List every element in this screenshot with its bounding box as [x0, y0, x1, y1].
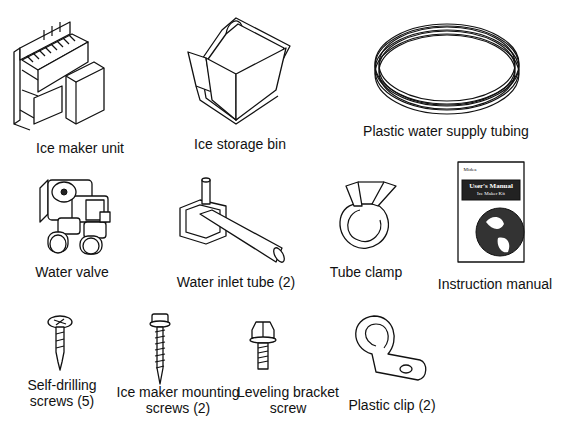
part-name: Self-drilling screws (5) [18, 377, 106, 409]
manual-text: User's Manual [463, 182, 519, 190]
mounting-screw-drawing [150, 314, 170, 384]
part-name: Water inlet tube (2) [161, 274, 311, 290]
inlet-tube-drawing [180, 178, 286, 264]
self-drilling-screw-drawing [48, 316, 72, 370]
water-valve-drawing [40, 180, 110, 254]
part-name: Instruction manual [430, 276, 560, 292]
ice-maker-drawing [14, 22, 104, 130]
ice-bin-drawing [188, 18, 290, 124]
part-name: Ice maker mounting screws (2) [111, 384, 245, 416]
part-name: Tube clamp [316, 264, 416, 280]
leveling-screw-drawing [250, 322, 276, 369]
part-name: Ice maker unit [15, 140, 145, 156]
manual-text: Ice Maker Kit [463, 191, 519, 197]
part-name: Plastic water supply tubing [346, 123, 546, 139]
part-name: Ice storage bin [175, 136, 305, 152]
part-name: Leveling bracket screw [232, 384, 344, 416]
tubing-coil-drawing [375, 24, 519, 114]
manual-text: Midea [455, 167, 485, 173]
part-name: Water valve [17, 264, 127, 280]
part-name: Plastic clip (2) [337, 397, 447, 413]
manual-drawing [458, 162, 524, 262]
plastic-clip-drawing [356, 316, 426, 380]
tube-clamp-drawing [340, 182, 396, 248]
